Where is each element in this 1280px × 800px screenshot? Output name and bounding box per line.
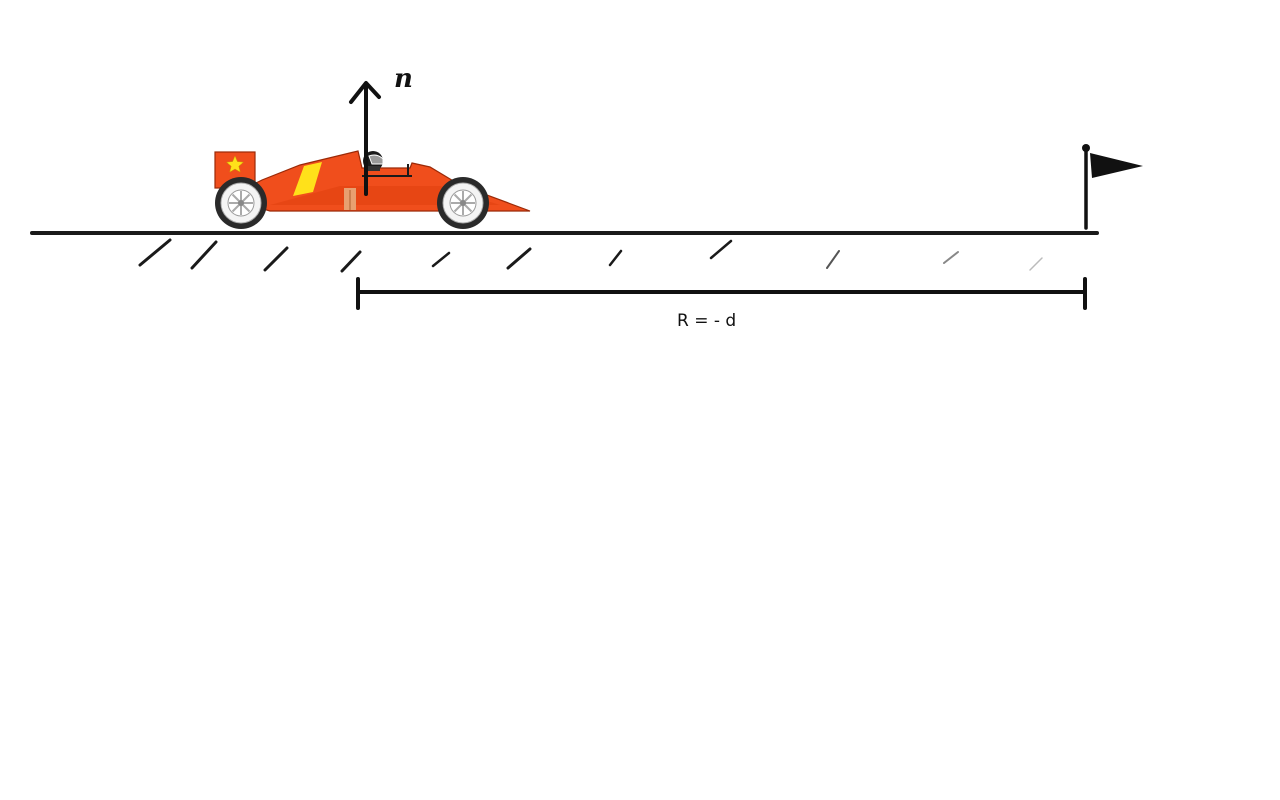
hatch-mark xyxy=(506,247,532,270)
ground-hatch-marks xyxy=(138,238,1043,273)
hatch-mark xyxy=(138,238,172,267)
wheel-icon xyxy=(215,177,267,229)
hatch-mark xyxy=(263,246,289,272)
hatch-mark xyxy=(826,250,840,269)
hatch-mark xyxy=(1029,257,1043,271)
hatch-mark xyxy=(190,240,218,270)
vector-arrow xyxy=(349,81,381,196)
hatch-mark xyxy=(431,251,451,268)
vector-label: n xyxy=(394,64,413,94)
hatch-mark xyxy=(943,251,959,264)
distance-label: R = - d xyxy=(677,311,737,331)
race-car-icon xyxy=(214,150,531,229)
wheel-icon xyxy=(437,177,489,229)
hatch-mark xyxy=(608,249,623,267)
car-stripe xyxy=(293,162,322,196)
hatch-mark xyxy=(709,239,733,260)
hatch-mark xyxy=(340,250,362,273)
star-icon xyxy=(225,155,245,173)
distance-bracket xyxy=(356,277,1087,310)
finish-flag-icon xyxy=(1082,144,1143,230)
